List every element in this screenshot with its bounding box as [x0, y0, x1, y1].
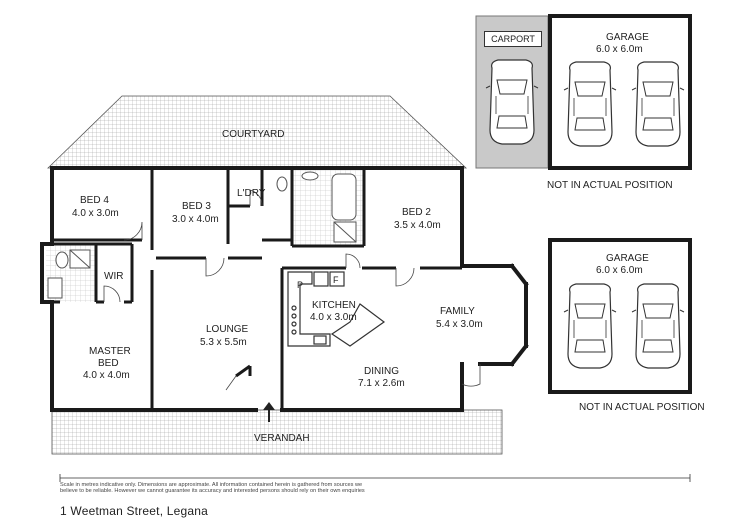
laundry-name: L'DRY: [237, 188, 266, 199]
master-name-1: MASTER: [89, 346, 131, 357]
wir-name: WIR: [104, 271, 124, 282]
car-icon: [631, 283, 685, 369]
garage-bottom: [548, 238, 692, 394]
garage-bottom-name: GARAGE: [606, 253, 649, 264]
pantry-label: P: [297, 280, 304, 290]
entry-arrow-icon: [263, 402, 275, 422]
lounge-size: 5.3 x 5.5m: [200, 337, 247, 348]
bed4-name: BED 4: [80, 195, 109, 206]
master-name-2: BED: [98, 358, 119, 369]
car-icon: [563, 283, 617, 369]
car-icon: [563, 61, 617, 147]
kitchen-benches: [287, 271, 386, 347]
disclaimer: Scale in metres indicative only. Dimensi…: [60, 482, 400, 495]
carport-label: CARPORT: [484, 31, 542, 47]
property-address: 1 Weetman Street, Legana: [60, 504, 209, 518]
bed3-name: BED 3: [182, 201, 211, 212]
bed2-name: BED 2: [402, 207, 431, 218]
garage-bottom-note: NOT IN ACTUAL POSITION: [579, 402, 705, 413]
dining-size: 7.1 x 2.6m: [358, 378, 405, 389]
family-name: FAMILY: [440, 306, 475, 317]
disclaimer-line-2: believe to be reliable. However we canno…: [60, 488, 365, 495]
bed3-size: 3.0 x 4.0m: [172, 214, 219, 225]
kitchen-size: 4.0 x 3.0m: [310, 312, 357, 323]
disclaimer-line-1: Scale in metres indicative only. Dimensi…: [60, 482, 363, 488]
car-icon: [631, 61, 685, 147]
garage-top-size: 6.0 x 6.0m: [596, 44, 643, 55]
car-icon: [485, 59, 539, 145]
garage-top-note: NOT IN ACTUAL POSITION: [547, 180, 673, 191]
house-walls: [40, 166, 529, 412]
dining-name: DINING: [364, 366, 399, 377]
toilet-icon: [276, 176, 288, 192]
fridge-label: F: [333, 275, 339, 285]
courtyard-label: COURTYARD: [222, 129, 285, 140]
bath-icon: [331, 173, 357, 221]
master-size: 4.0 x 4.0m: [83, 370, 130, 381]
garage-bottom-size: 6.0 x 6.0m: [596, 265, 643, 276]
sink-icon: [301, 171, 319, 181]
verandah-label: VERANDAH: [254, 433, 310, 444]
bathroom-fixtures: [47, 171, 357, 299]
doors: [103, 189, 481, 391]
verandah-area: [51, 409, 503, 455]
kitchen-name: KITCHEN: [312, 300, 356, 311]
bed2-size: 3.5 x 4.0m: [394, 220, 441, 231]
garage-top-name: GARAGE: [606, 32, 649, 43]
family-size: 5.4 x 3.0m: [436, 319, 483, 330]
garage-top: [548, 14, 692, 170]
bed4-size: 4.0 x 3.0m: [72, 208, 119, 219]
interior-walls: [52, 168, 462, 410]
lounge-name: LOUNGE: [206, 324, 249, 335]
